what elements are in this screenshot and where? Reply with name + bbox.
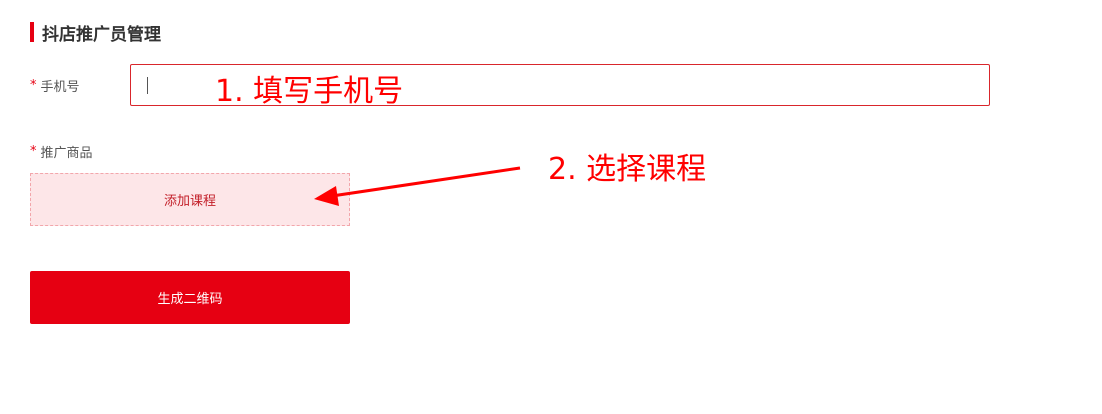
phone-label-text: 手机号 [40, 80, 80, 95]
required-mark: * [30, 144, 37, 159]
annotation-step-1: 1. 填写手机号 [215, 74, 404, 109]
annotation-step-2: 2. 选择课程 [548, 152, 707, 187]
goods-label-text: 推广商品 [40, 146, 93, 161]
phone-field-label: * 手机号 [30, 76, 80, 95]
title-accent-bar [30, 22, 34, 42]
required-mark: * [30, 78, 37, 93]
phone-input[interactable] [130, 64, 990, 106]
text-caret [147, 77, 148, 94]
goods-field-label: * 推广商品 [30, 142, 93, 161]
page-title: 抖店推广员管理 [42, 24, 161, 45]
section-header: 抖店推广员管理 [30, 22, 161, 45]
add-course-button[interactable]: 添加课程 [30, 173, 350, 226]
generate-qrcode-button[interactable]: 生成二维码 [30, 271, 350, 324]
annotation-arrow-line [331, 166, 521, 198]
